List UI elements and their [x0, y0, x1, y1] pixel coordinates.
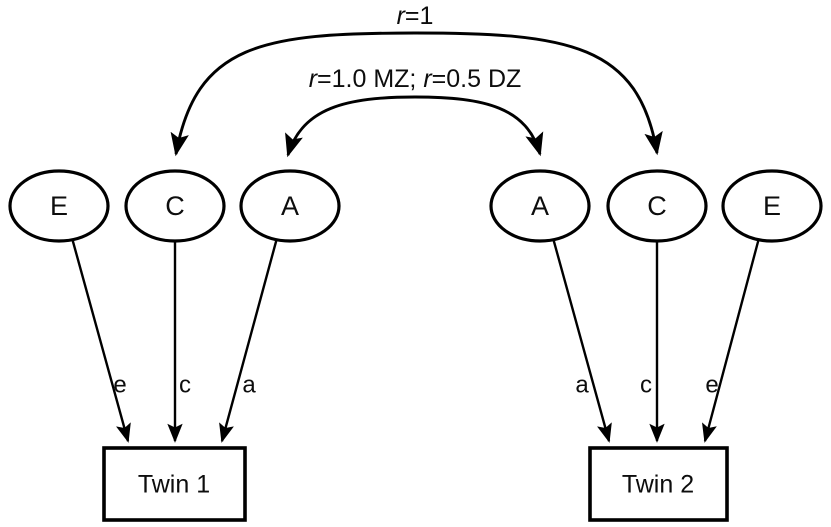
observed-node-label-twin-2: Twin 2	[622, 471, 694, 499]
ellipse-shape-c2	[606, 169, 708, 243]
latent-node-label-a2: A	[531, 191, 549, 221]
path-line-e2	[702, 237, 761, 443]
observed-node-twin-1[interactable]: Twin 1	[102, 446, 247, 522]
path-coefficient-labels-group: e c a a c e	[113, 371, 718, 398]
rect-shape-twin-2	[588, 446, 729, 522]
correlation-label-c-symbol: r	[397, 2, 407, 30]
correlation-label-a: r=1.0 MZ; r=0.5 DZ	[309, 65, 522, 93]
path-line-a1	[219, 237, 279, 443]
path-label-e1: e	[113, 371, 126, 398]
latent-node-label-e1: E	[50, 191, 68, 221]
latent-node-a1[interactable]: A	[239, 169, 341, 243]
correlation-label-c: r=1	[397, 2, 434, 30]
correlation-arc-c	[170, 31, 663, 157]
correlation-label-a-symbol-2: r	[423, 65, 433, 93]
latent-node-e1[interactable]: E	[8, 169, 110, 243]
latent-node-label-c2: C	[647, 191, 667, 221]
rect-shape-twin-1	[102, 446, 247, 522]
latent-node-a2[interactable]: A	[489, 169, 591, 243]
correlation-arc-a	[285, 95, 544, 158]
path-label-c2: c	[640, 371, 652, 398]
latent-node-label-c1: C	[165, 191, 185, 221]
correlation-label-a-symbol-1: r	[309, 65, 319, 93]
correlation-label-a-value-2: =0.5 DZ	[432, 65, 522, 93]
path-line-a2	[551, 237, 612, 443]
observed-nodes-group: Twin 1 Twin 2	[102, 446, 729, 522]
latent-node-label-a1: A	[281, 191, 299, 221]
ellipse-shape-a2	[489, 169, 591, 243]
ellipse-shape-a1	[239, 169, 341, 243]
path-label-a2: a	[575, 371, 589, 398]
observed-node-label-twin-1: Twin 1	[138, 471, 210, 499]
latent-node-label-e2: E	[763, 191, 781, 221]
latent-node-e2[interactable]: E	[721, 169, 823, 243]
path-label-a1: a	[242, 371, 256, 398]
latent-node-c2[interactable]: C	[606, 169, 708, 243]
correlation-label-c-value: =1	[405, 2, 434, 30]
path-label-e2: e	[705, 371, 718, 398]
observed-node-twin-2[interactable]: Twin 2	[588, 446, 729, 522]
path-lines-group	[70, 237, 761, 443]
ellipse-shape-e1	[8, 169, 110, 243]
correlation-label-a-value-1: =1.0 MZ;	[317, 65, 423, 93]
path-line-e1	[70, 237, 131, 443]
correlation-labels-group: r=1 r=1.0 MZ; r=0.5 DZ	[309, 2, 522, 93]
latent-node-c1[interactable]: C	[124, 169, 226, 243]
ellipse-shape-e2	[721, 169, 823, 243]
latent-nodes-group: E C A A C E	[8, 169, 823, 243]
correlation-arcs-group	[170, 31, 663, 158]
path-label-c1: c	[179, 371, 191, 398]
ellipse-shape-c1	[124, 169, 226, 243]
